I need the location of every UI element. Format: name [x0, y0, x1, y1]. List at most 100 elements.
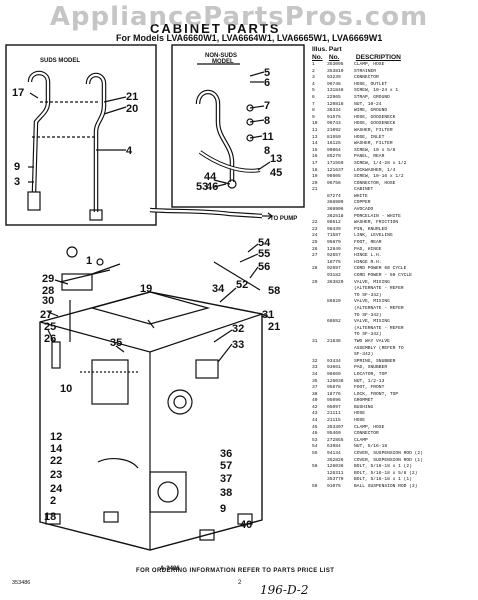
part-description: PANEL, REAR	[354, 154, 385, 160]
illus-no: 10	[312, 121, 318, 127]
part-no: 95096	[327, 398, 341, 404]
part-description: STRAP, GROUND	[354, 94, 390, 100]
part-description: COVER, SUSPENSION ROD (2)	[354, 451, 423, 457]
part-no	[327, 352, 354, 359]
callout: 46	[206, 181, 218, 193]
part-description: HOSE	[354, 411, 366, 417]
part-no: 95879	[327, 240, 341, 246]
illus-no	[312, 313, 327, 320]
illus-no: 16	[312, 154, 318, 160]
header-partno: No.	[328, 54, 340, 61]
illus-no: 37	[312, 385, 318, 391]
illus-no: 18	[312, 167, 318, 173]
illus-no: 9	[312, 114, 315, 120]
illus-no	[312, 273, 327, 280]
part-no: 96743	[327, 121, 341, 127]
illus-no: 11	[312, 127, 318, 133]
illus-no: 44	[312, 418, 318, 424]
callout: 57	[220, 460, 232, 472]
callout: 9	[14, 161, 20, 173]
illus-no: 7	[312, 101, 315, 107]
illus-no	[312, 319, 327, 326]
illus-no: 22	[312, 220, 318, 226]
part-description: WASHER, FILTER	[354, 127, 393, 133]
part-description: COVER, SUSPENSION ROD (1)	[354, 457, 423, 463]
part-no	[327, 187, 354, 194]
part-description: CONNECTOR, HOSE	[354, 180, 396, 186]
part-no: 91075	[327, 484, 341, 489]
callout: 8	[264, 115, 270, 127]
part-no: 91575	[327, 114, 341, 120]
part-description: HOSE, OUTLET	[354, 81, 388, 87]
callout: 2	[50, 495, 56, 507]
part-description: CORD POWER 60 CYCLE	[354, 266, 407, 272]
part-no: 362518	[327, 213, 344, 219]
part-description: TO SF-342)	[354, 332, 382, 338]
part-no: 94134	[327, 451, 341, 457]
part-no: 368906	[327, 207, 344, 213]
part-no: 98669	[327, 371, 341, 377]
table-row: ASSEMBLY (REFER TO	[312, 346, 474, 353]
illus-no	[312, 332, 327, 339]
part-no: 92697	[327, 266, 341, 272]
table-row: (ALTERNATE - REFER	[312, 286, 474, 293]
part-description: LOCATOR, TOP	[354, 371, 388, 377]
part-description: PAD, SNUBBER	[354, 365, 388, 371]
to-pump-label: TO PUMP	[270, 216, 297, 222]
callout: 23	[50, 469, 62, 481]
page-number: 2	[238, 580, 242, 586]
callout: 3	[14, 176, 20, 188]
part-no: 93661	[327, 365, 341, 371]
part-no: 16125	[327, 141, 341, 147]
callout: 24	[50, 483, 63, 495]
illus-no: 35	[312, 378, 318, 384]
callout: 14	[50, 443, 63, 455]
illus-no	[312, 207, 327, 214]
part-no: 90864	[327, 147, 341, 153]
part-description: SCREW, 1/4-28 x 1/2	[354, 160, 407, 166]
callout: 12	[50, 431, 62, 443]
part-description: HOSE	[354, 418, 366, 424]
part-no: 363829	[327, 279, 344, 285]
callout: 32	[232, 323, 244, 335]
illus-no: 42	[312, 404, 318, 410]
non-suds-label-2: MODEL	[212, 59, 234, 65]
part-no: 353810	[327, 68, 344, 74]
part-no	[327, 346, 354, 353]
illus-no: 43	[312, 411, 318, 417]
illus-no	[312, 352, 327, 359]
part-no: 171559	[327, 160, 344, 166]
part-description: LOCKWASHER, 1/4	[354, 167, 396, 173]
table-row: TO SF-342)	[312, 293, 474, 300]
illus-no: 58	[312, 484, 318, 489]
part-description: HOSE, GOOSENECK	[354, 114, 396, 120]
non-suds-model-box	[171, 44, 305, 208]
part-description: HOSE, INLET	[354, 134, 385, 140]
part-description: VALVE, MIXING	[354, 279, 390, 285]
part-description: SF-342)	[354, 352, 374, 358]
part-description: VALVE, MIXING	[354, 299, 390, 305]
part-description: BOLT, 5/16-18 x 5/8 (2)	[354, 470, 418, 476]
illus-no	[312, 293, 327, 300]
part-no: 95460	[327, 431, 341, 437]
callout: 7	[264, 100, 270, 112]
part-description: VALVE, MIXING	[354, 319, 390, 325]
part-no: 93182	[327, 273, 341, 278]
